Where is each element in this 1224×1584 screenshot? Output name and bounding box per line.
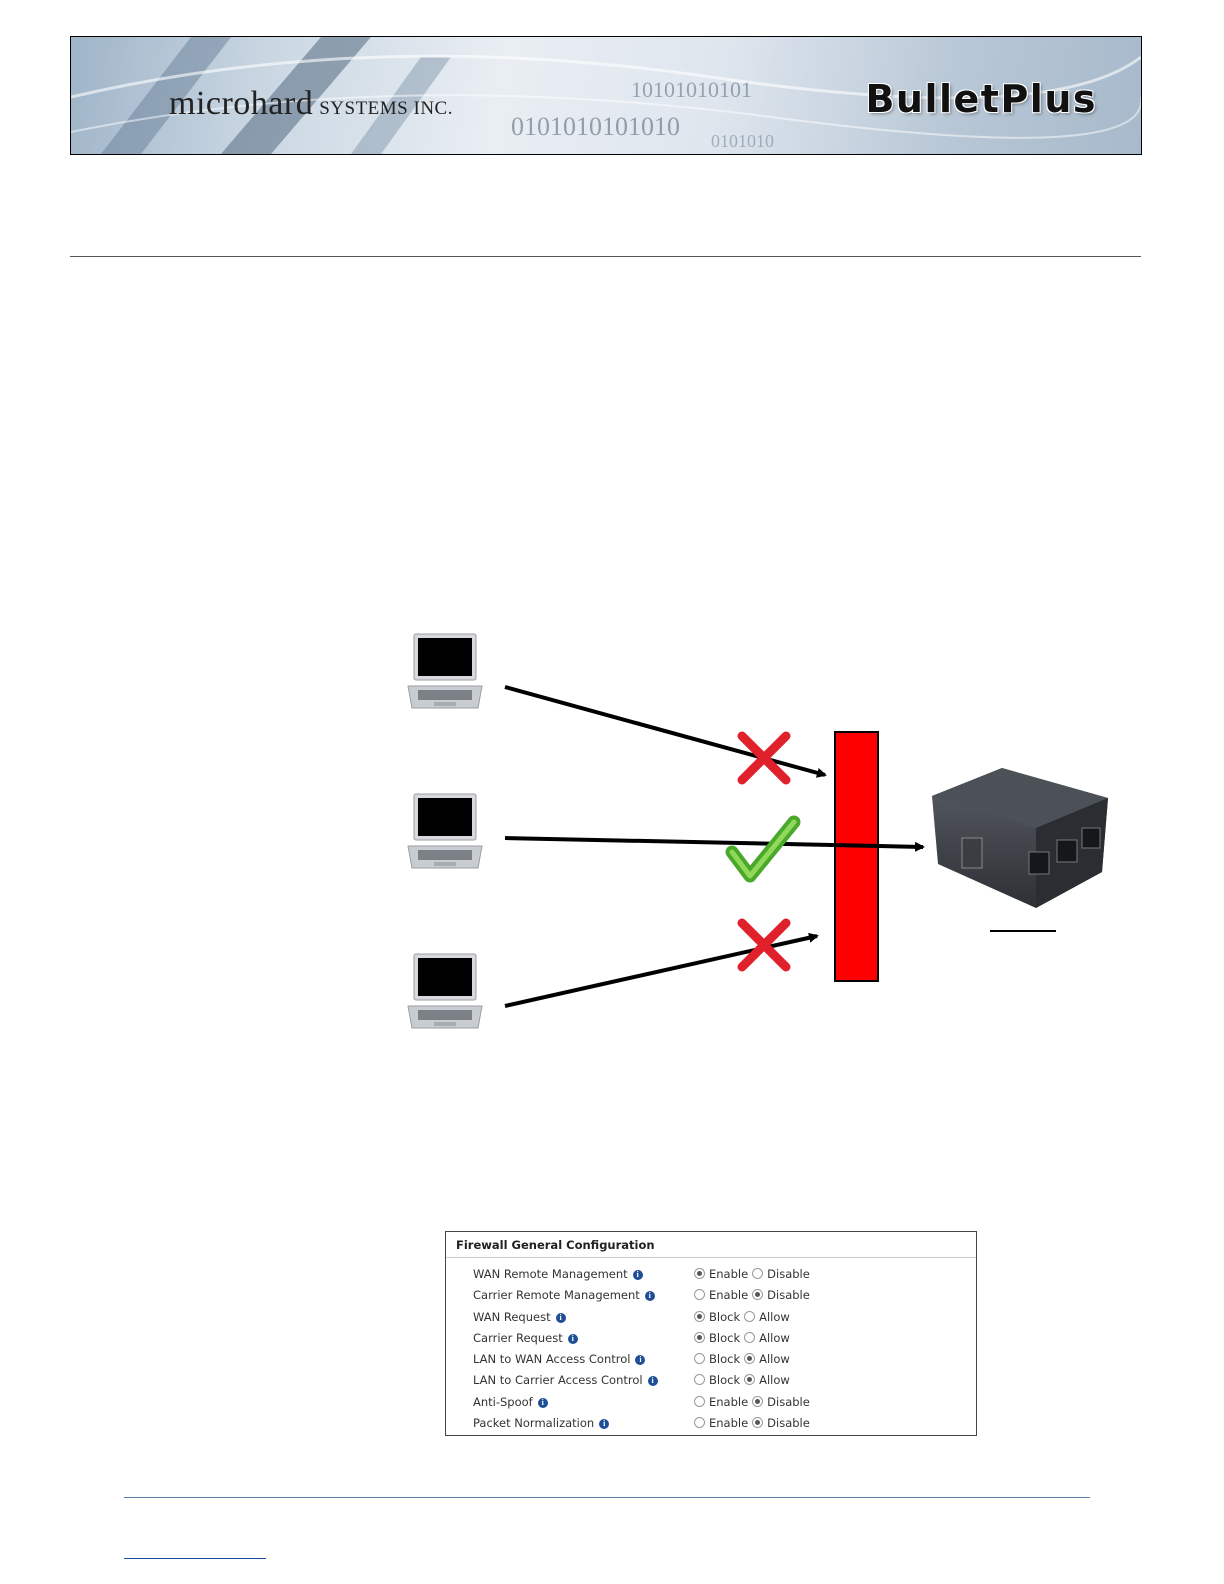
setting-label: WAN Remote Management i — [473, 1267, 643, 1281]
firewall-setting-row: WAN Remote Management i Enable Disable — [446, 1264, 976, 1284]
option2-radio[interactable] — [744, 1332, 756, 1343]
blocked-connection-arrow — [504, 685, 827, 778]
option2-label: Allow — [759, 1331, 790, 1345]
router-device-image — [932, 768, 1108, 908]
svg-text:0101010101010: 0101010101010 — [511, 112, 680, 141]
info-icon[interactable]: i — [632, 1270, 643, 1280]
option2-radio[interactable] — [744, 1353, 756, 1364]
option2-label: Disable — [767, 1267, 810, 1281]
option1-radio[interactable] — [694, 1311, 705, 1322]
option1-label: Block — [709, 1310, 741, 1324]
firewall-setting-row: LAN to WAN Access Control i Block Allow — [446, 1349, 976, 1369]
option2-label: Allow — [759, 1352, 790, 1366]
option2-label: Allow — [759, 1310, 790, 1324]
setting-label-text: Carrier Request — [473, 1331, 563, 1345]
panel-title: Firewall General Configuration — [446, 1232, 976, 1258]
setting-label-text: LAN to WAN Access Control — [473, 1352, 631, 1366]
company-name: microhard — [169, 85, 314, 122]
option2-label: Allow — [759, 1373, 790, 1387]
setting-options: Enable Disable — [694, 1395, 814, 1409]
option2-label: Disable — [767, 1416, 810, 1430]
firewall-setting-row: WAN Request i Block Allow — [446, 1307, 976, 1327]
setting-label-text: WAN Remote Management — [473, 1267, 628, 1281]
info-icon[interactable]: i — [537, 1398, 548, 1408]
allowed-connection-arrow — [504, 836, 925, 852]
setting-options: Block Allow — [694, 1310, 794, 1324]
option2-radio[interactable] — [752, 1268, 764, 1279]
laptop-icon — [407, 953, 483, 1029]
option1-radio[interactable] — [694, 1374, 705, 1385]
setting-options: Enable Disable — [694, 1267, 814, 1281]
option2-radio[interactable] — [752, 1417, 764, 1428]
option1-label: Enable — [709, 1267, 749, 1281]
product-name: BulletPlus — [865, 77, 1097, 121]
option1-radio[interactable] — [694, 1332, 705, 1343]
setting-options: Enable Disable — [694, 1288, 814, 1302]
setting-label: Packet Normalization i — [473, 1416, 610, 1430]
option1-radio[interactable] — [694, 1289, 705, 1300]
setting-label: WAN Request i — [473, 1310, 566, 1324]
setting-label: LAN to WAN Access Control i — [473, 1352, 646, 1366]
banner-background: 0101010101010 10101010101 0101010 — [71, 37, 1141, 154]
option1-label: Enable — [709, 1395, 749, 1409]
firewall-setting-row: LAN to Carrier Access Control i Block Allow — [446, 1370, 976, 1390]
option2-label: Disable — [767, 1395, 810, 1409]
company-suffix: SYSTEMS INC. — [319, 98, 453, 119]
info-icon[interactable]: i — [555, 1313, 566, 1323]
setting-options: Block Allow — [694, 1331, 794, 1345]
option1-label: Block — [709, 1331, 741, 1345]
option2-radio[interactable] — [744, 1311, 756, 1322]
setting-label: Anti-Spoof i — [473, 1395, 548, 1409]
firewall-wall — [834, 731, 879, 982]
option1-label: Block — [709, 1373, 741, 1387]
setting-label-text: LAN to Carrier Access Control — [473, 1373, 643, 1387]
firewall-config-panel: Firewall General Configuration WAN Remot… — [445, 1231, 977, 1436]
option1-radio[interactable] — [694, 1268, 705, 1279]
setting-label-text: Carrier Remote Management — [473, 1288, 640, 1302]
option1-label: Enable — [709, 1288, 749, 1302]
header-banner: 0101010101010 10101010101 0101010 microh… — [70, 36, 1142, 155]
setting-label: Carrier Remote Management i — [473, 1288, 655, 1302]
setting-label-text: Packet Normalization — [473, 1416, 595, 1430]
firewall-diagram — [407, 633, 1108, 1029]
firewall-setting-row: Packet Normalization i Enable Disable — [446, 1413, 976, 1433]
svg-text:10101010101: 10101010101 — [631, 77, 752, 102]
info-icon[interactable]: i — [567, 1334, 578, 1344]
laptop-icon — [407, 793, 483, 869]
option1-label: Block — [709, 1352, 741, 1366]
setting-label: LAN to Carrier Access Control i — [473, 1373, 658, 1387]
setting-label-text: WAN Request — [473, 1310, 551, 1324]
option2-label: Disable — [767, 1288, 810, 1302]
setting-options: Enable Disable — [694, 1416, 814, 1430]
firewall-setting-row: Carrier Remote Management i Enable Disable — [446, 1285, 976, 1305]
info-icon[interactable]: i — [644, 1291, 655, 1301]
option1-radio[interactable] — [694, 1417, 705, 1428]
firewall-setting-row: Anti-Spoof i Enable Disable — [446, 1392, 976, 1412]
blocked-x-icon — [737, 918, 791, 972]
setting-options: Block Allow — [694, 1373, 794, 1387]
info-icon[interactable]: i — [599, 1419, 610, 1429]
setting-options: Block Allow — [694, 1352, 794, 1366]
svg-text:0101010: 0101010 — [711, 131, 774, 151]
firewall-setting-row: Carrier Request i Block Allow — [446, 1328, 976, 1348]
footer-divider — [124, 1497, 1090, 1498]
footer-link-underline — [124, 1558, 266, 1559]
setting-label-text: Anti-Spoof — [473, 1395, 533, 1409]
option2-radio[interactable] — [752, 1396, 764, 1407]
option1-radio[interactable] — [694, 1396, 705, 1407]
option1-radio[interactable] — [694, 1353, 705, 1364]
blocked-x-icon — [737, 731, 791, 785]
setting-label: Carrier Request i — [473, 1331, 578, 1345]
header-divider — [70, 256, 1141, 257]
option2-radio[interactable] — [744, 1374, 756, 1385]
info-icon[interactable]: i — [647, 1376, 658, 1386]
laptop-icon — [407, 633, 483, 709]
option1-label: Enable — [709, 1416, 749, 1430]
info-icon[interactable]: i — [635, 1355, 646, 1365]
allowed-check-icon — [725, 815, 801, 883]
option2-radio[interactable] — [752, 1289, 764, 1300]
